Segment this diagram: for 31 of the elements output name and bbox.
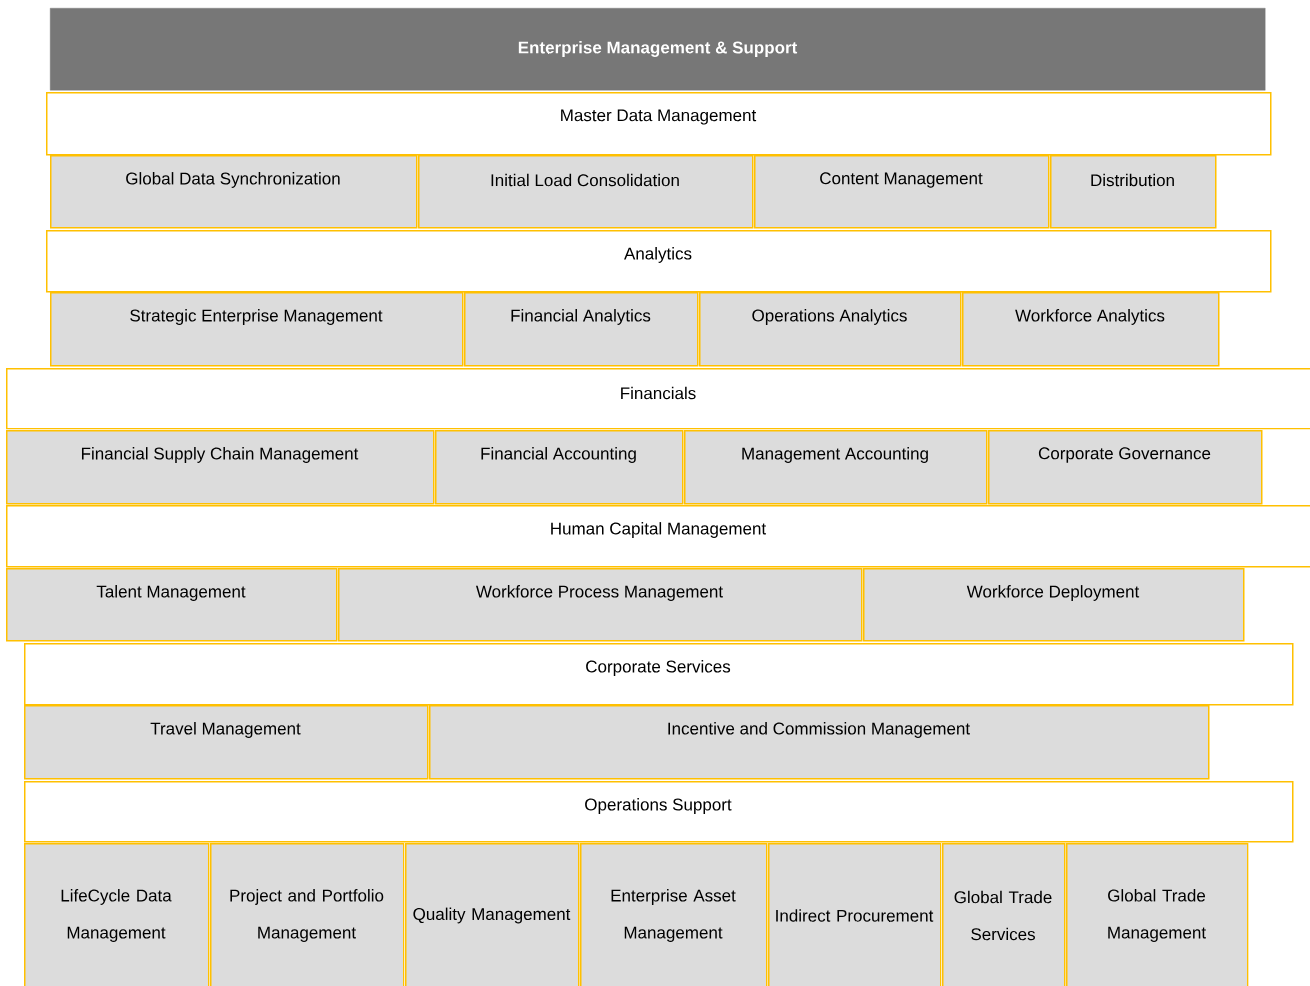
module-box: Financial Accounting — [435, 430, 684, 505]
module-box: Workforce Deployment — [863, 568, 1245, 642]
section-header: Operations Support — [24, 781, 1294, 843]
module-box: Content Management — [754, 155, 1050, 229]
module-box: Management Accounting — [684, 430, 988, 505]
module-box: Financial Analytics — [464, 292, 699, 367]
module-box: Workforce Analytics — [962, 292, 1220, 367]
module-box: Quality Management — [405, 843, 580, 986]
module-box: Global Trade Management — [1066, 843, 1249, 986]
title-bar: Enterprise Management & Support — [50, 8, 1266, 91]
section-header: Human Capital Management — [6, 505, 1310, 568]
section-header: Financials — [6, 368, 1310, 430]
section-header: Master Data Management — [46, 92, 1272, 156]
module-box: Operations Analytics — [699, 292, 962, 367]
section-header: Analytics — [46, 230, 1272, 293]
module-box: Global Data Synchronization — [50, 155, 418, 229]
module-box: Distribution — [1050, 155, 1217, 229]
module-box: Strategic Enterprise Management — [50, 292, 464, 367]
module-box: Global Trade Services — [942, 843, 1066, 986]
module-box: Talent Management — [6, 568, 338, 642]
module-box: Project and Portfolio Management — [210, 843, 405, 986]
module-box: Indirect Procurement — [768, 843, 942, 986]
module-box: Travel Management — [24, 705, 429, 780]
module-box: LifeCycle Data Management — [24, 843, 210, 986]
module-box: Initial Load Consolidation — [418, 155, 754, 229]
module-box: Enterprise Asset Management — [580, 843, 768, 986]
module-box: Financial Supply Chain Management — [6, 430, 435, 505]
module-box: Corporate Governance — [988, 430, 1263, 505]
section-header: Corporate Services — [24, 643, 1294, 706]
module-box: Workforce Process Management — [338, 568, 863, 642]
module-box: Incentive and Commission Management — [429, 705, 1210, 780]
